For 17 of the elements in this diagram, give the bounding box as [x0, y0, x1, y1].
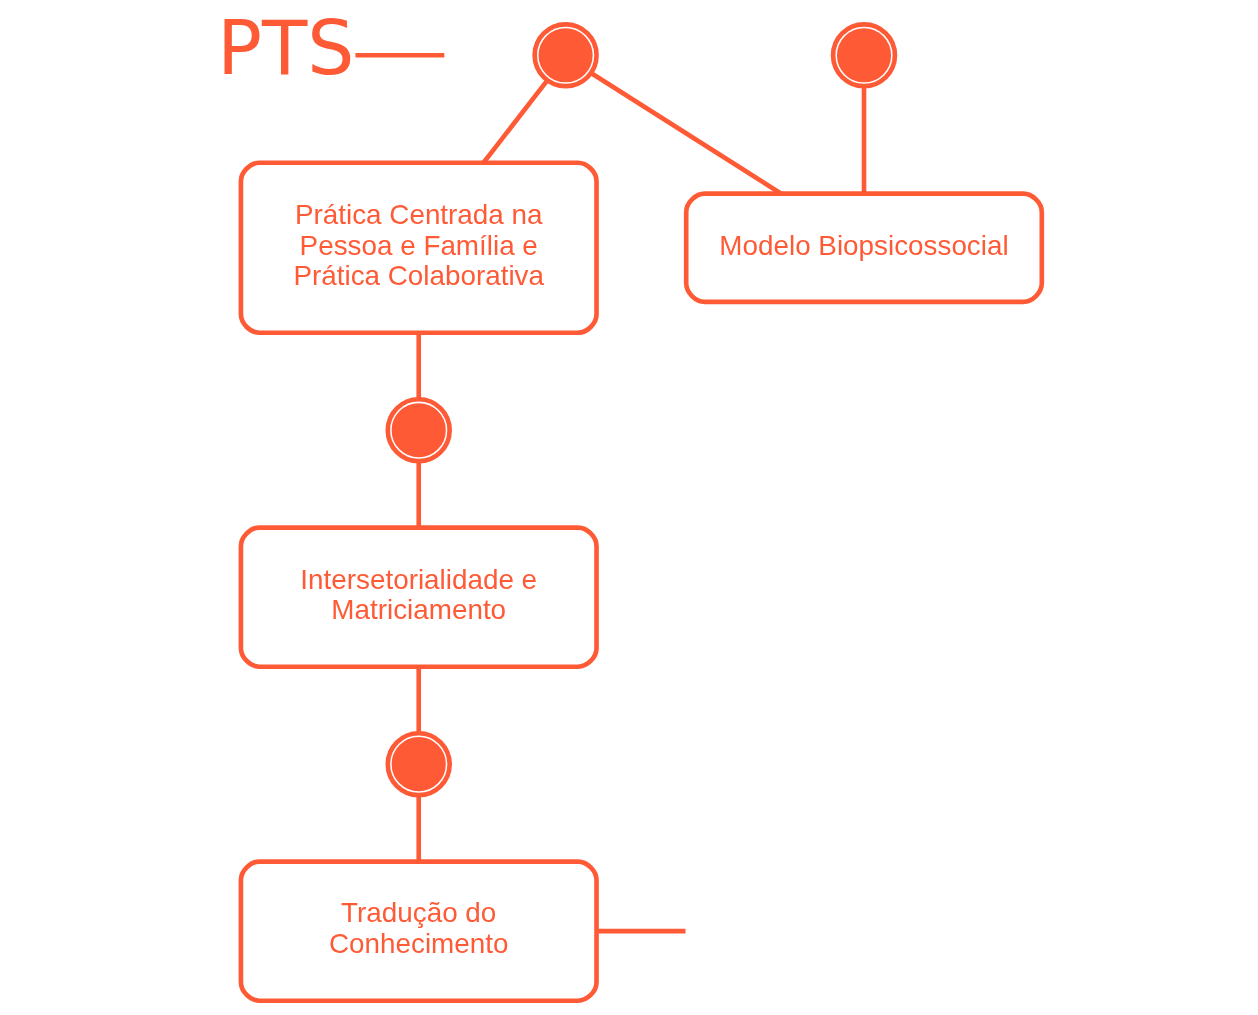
connector: [416, 333, 422, 400]
connector: [416, 666, 422, 733]
node-circle: [385, 396, 452, 464]
connector: [416, 461, 422, 527]
node-circle: [532, 22, 599, 89]
node-box: Prática Centrada na Pessoa e Família e Prática Colaborativa: [238, 160, 599, 336]
connector: [596, 928, 686, 934]
node-circle: [830, 22, 898, 89]
connector: [416, 795, 422, 861]
connector: [355, 52, 445, 58]
node-text: PTS: [217, 4, 355, 92]
node-box: Intersetorialidade e Matriciamento: [238, 525, 599, 670]
connector: [481, 79, 550, 164]
node-circle: [385, 730, 452, 798]
connector: [861, 86, 867, 194]
node-box: Tradução do Conhecimento: [238, 859, 599, 1004]
node-box: Modelo Biopsicossocial: [683, 191, 1045, 305]
